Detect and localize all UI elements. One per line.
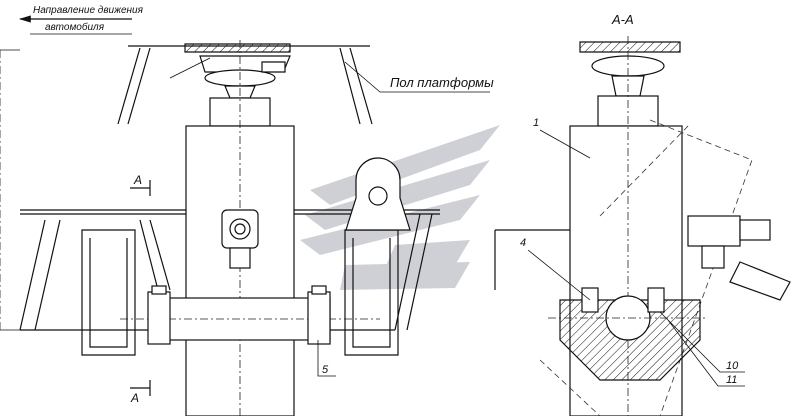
callout-4-leader — [527, 249, 591, 301]
section-letter-top: А — [133, 173, 142, 187]
direction-label-line1: Направление движения — [33, 5, 144, 16]
section-fitting — [687, 215, 741, 247]
pin-clamp-left — [147, 291, 171, 345]
callout-5: 5 — [322, 364, 329, 376]
direction-label-line2: автомобиля — [45, 21, 105, 33]
frame-web-right — [394, 213, 433, 331]
left-view: Направление движения автомобиля Пол плат… — [0, 5, 494, 416]
section-bolt-right — [647, 287, 665, 313]
lifting-eye — [345, 157, 411, 231]
frame-web-left — [19, 219, 61, 331]
callout-4: 4 — [520, 237, 526, 249]
fitting-nut — [229, 247, 251, 269]
u-bolt-left — [81, 229, 136, 356]
section-title: А-А — [611, 12, 634, 27]
clamp-block — [261, 61, 286, 73]
section-view: А-А 1 4 10 11 — [494, 12, 791, 416]
u-bolt-right — [344, 229, 399, 356]
clamp-bolt-right — [311, 285, 327, 295]
section-mark-top — [130, 180, 151, 196]
floor-pointer — [169, 57, 211, 79]
section-fitting-nut — [739, 219, 771, 241]
lifting-eye-hole — [368, 186, 388, 206]
section-floor-hatch — [579, 41, 681, 53]
section-mark-bottom — [130, 380, 151, 396]
callout-10: 10 — [726, 360, 739, 372]
callout-10-11-leader — [659, 311, 745, 387]
support-bracket — [117, 47, 373, 125]
hydraulic-fitting — [221, 209, 259, 249]
pin-clamp-right — [307, 291, 331, 345]
tilted-fitting — [729, 261, 791, 301]
section-letter-bottom: А — [130, 391, 139, 405]
callout-1-leader — [539, 129, 591, 159]
callout-5-leader — [317, 340, 336, 377]
floor-hatch — [184, 43, 291, 53]
brace-left — [139, 219, 171, 291]
fitting-port — [229, 218, 251, 240]
fitting-port-inner — [234, 223, 246, 235]
clamp-bolt-left — [151, 285, 167, 295]
callout-11: 11 — [726, 374, 737, 386]
floor-label: Пол платформы — [390, 75, 494, 90]
callout-1: 1 — [533, 117, 539, 129]
section-fitting-lower — [701, 245, 725, 269]
floor-leader — [344, 61, 490, 93]
